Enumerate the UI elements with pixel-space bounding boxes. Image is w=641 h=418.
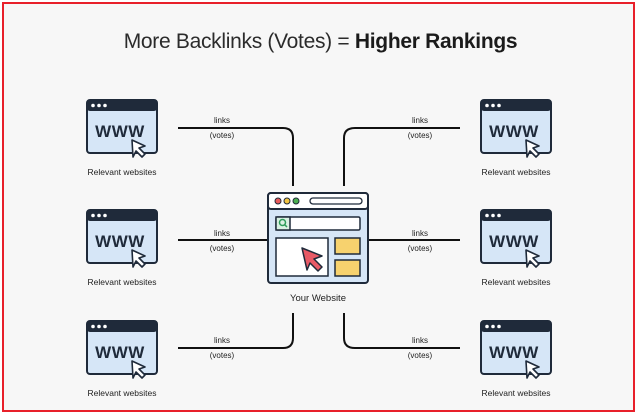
browser-www-icon: WWW — [86, 320, 158, 379]
relevant-website-top-right: WWW Relevant websites — [480, 99, 552, 177]
www-text: WWW — [489, 122, 539, 141]
cursor-icon — [131, 249, 146, 268]
side-panel-top — [334, 237, 361, 255]
search-icon — [275, 216, 291, 231]
side-panel-bottom — [334, 259, 361, 277]
browser-www-icon: WWW — [480, 320, 552, 379]
relevant-website-label: Relevant websites — [88, 167, 157, 177]
link-labels: links (votes) links (votes) links (votes… — [210, 116, 433, 360]
browser-www-icon: WWW — [480, 209, 552, 268]
your-website-node — [267, 192, 369, 284]
www-text: WWW — [95, 122, 145, 141]
cursor-icon — [525, 139, 540, 158]
link-label-bottom-left: links — [214, 336, 230, 345]
title-prefix: More Backlinks (Votes) = — [123, 30, 355, 53]
your-website-label: Your Website — [290, 293, 346, 304]
cursor-icon — [525, 360, 540, 379]
relevant-website-middle-left: WWW Relevant websites — [86, 209, 158, 287]
browser-www-icon: WWW — [86, 209, 158, 268]
window-dot-yellow-icon — [283, 197, 291, 205]
relevant-website-label: Relevant websites — [482, 167, 551, 177]
link-label-top-right: links — [412, 116, 428, 125]
browser-www-icon: WWW — [480, 99, 552, 158]
connector-top-left — [178, 127, 294, 186]
connector-top-right — [343, 127, 460, 186]
cursor-icon — [131, 360, 146, 379]
relevant-website-middle-right: WWW Relevant websites — [480, 209, 552, 287]
diagram-title: More Backlinks (Votes) = Higher Rankings — [0, 30, 641, 54]
connector-lines — [178, 127, 460, 349]
link-label-bottom-right: links — [412, 336, 428, 345]
relevant-website-top-left: WWW Relevant websites — [86, 99, 158, 177]
www-text: WWW — [489, 232, 539, 251]
link-sublabel-top-right: (votes) — [408, 131, 433, 140]
link-sublabel-middle-right: (votes) — [408, 244, 433, 253]
link-label-top-left: links — [214, 116, 230, 125]
link-sublabel-bottom-right: (votes) — [408, 351, 433, 360]
cursor-icon — [525, 249, 540, 268]
www-text: WWW — [95, 232, 145, 251]
link-label-middle-right: links — [412, 229, 428, 238]
title-emphasis: Higher Rankings — [354, 30, 518, 53]
www-text: WWW — [489, 343, 539, 362]
link-sublabel-top-left: (votes) — [210, 131, 235, 140]
relevant-website-label: Relevant websites — [482, 277, 551, 287]
window-dot-green-icon — [292, 197, 300, 205]
browser-www-icon: WWW — [86, 99, 158, 158]
link-sublabel-bottom-left: (votes) — [210, 351, 235, 360]
relevant-website-label: Relevant websites — [88, 277, 157, 287]
address-bar — [309, 197, 363, 205]
cursor-icon — [301, 247, 323, 272]
relevant-website-bottom-left: WWW Relevant websites — [86, 320, 158, 398]
link-sublabel-middle-left: (votes) — [210, 244, 235, 253]
relevant-website-bottom-right: WWW Relevant websites — [480, 320, 552, 398]
relevant-website-label: Relevant websites — [88, 388, 157, 398]
cursor-icon — [131, 139, 146, 158]
relevant-website-label: Relevant websites — [482, 388, 551, 398]
connector-bottom-left — [178, 313, 294, 349]
www-text: WWW — [95, 343, 145, 362]
connector-bottom-right — [343, 313, 460, 349]
window-dot-red-icon — [274, 197, 282, 205]
link-label-middle-left: links — [214, 229, 230, 238]
